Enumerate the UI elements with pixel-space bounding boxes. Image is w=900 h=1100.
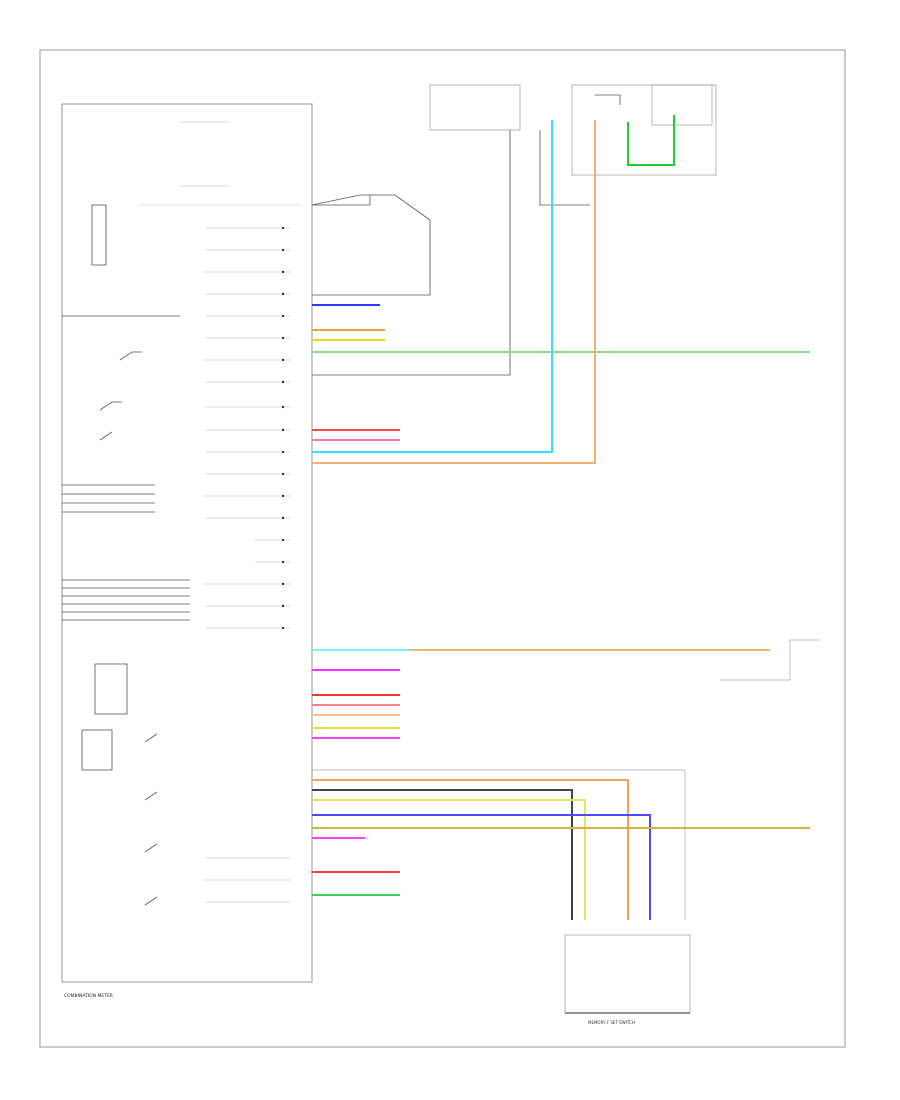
wire-black-down (312, 789, 573, 920)
fuse-inner-box (651, 84, 713, 126)
wire-cyan-1 (312, 120, 553, 453)
memory-switch-box (564, 934, 691, 1014)
combination-meter-box (61, 103, 313, 983)
left-ground-lines (62, 315, 190, 621)
wire-peach-1 (312, 120, 596, 464)
green-jumper-wire (627, 115, 675, 166)
colored-wires (312, 120, 810, 920)
diagram-border (39, 49, 846, 1048)
fuse-block-top-right (571, 84, 717, 176)
combination-meter-label: COMBINATION METER (64, 993, 113, 999)
meter-internal-switches (81, 204, 158, 906)
wire-yellow-down (312, 799, 586, 920)
grey-wiring (312, 639, 820, 920)
ignition-wiring (311, 94, 621, 376)
meter-connector-pins (281, 226, 285, 630)
relay-block-top (429, 84, 521, 131)
meter-pin-rows (140, 121, 300, 903)
wire-orange-down (312, 779, 629, 920)
memory-switch-label: MEMORY F SET SWITCH (588, 1020, 635, 1025)
wire-blue-down (312, 814, 651, 920)
